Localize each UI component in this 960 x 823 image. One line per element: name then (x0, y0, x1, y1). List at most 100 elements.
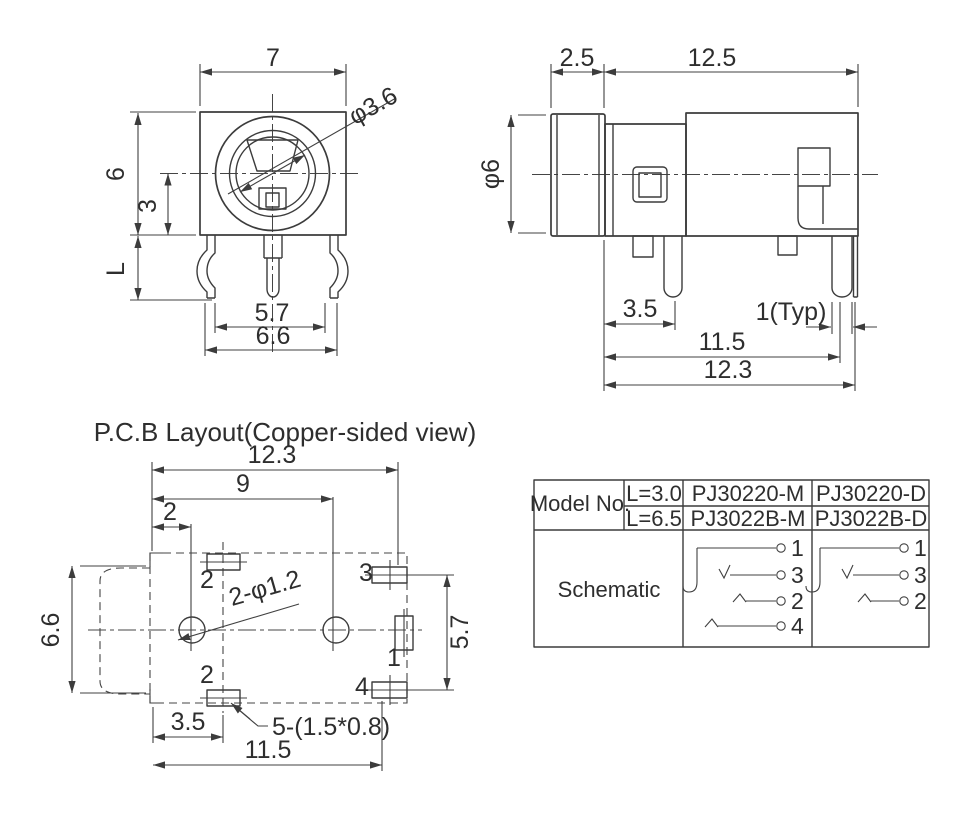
detect-contact-inner (265, 192, 280, 208)
mount-hole-right (322, 616, 350, 644)
m-terminal-1: 1 (791, 535, 804, 561)
pcb-body-outline-dashed (149, 552, 408, 704)
main-housing (685, 112, 859, 237)
pin-row-dim: 11.5 (245, 736, 292, 764)
aperture-leader-line (227, 97, 397, 195)
aperture-dim: φ3.6 (344, 81, 402, 130)
pad-top-label: 2 (200, 566, 214, 594)
right-pin-inner (329, 235, 339, 299)
sleeve-contact-symbol-d (805, 548, 821, 593)
mid-housing (604, 123, 687, 237)
aperture-arrow-lower (239, 173, 273, 193)
body-length-dim: 12.5 (688, 44, 737, 72)
front-view: 7 6 3 L φ3.6 5.7 6.6 (102, 44, 402, 356)
model-table-grid (533, 479, 930, 648)
table-grid-lines (534, 480, 929, 647)
terminal-4-circle (776, 621, 786, 631)
height-extension-lines (130, 111, 212, 301)
pcb-height-dim: 6.6 (37, 613, 65, 648)
hole-axis-lines (190, 497, 334, 651)
hole-pitch-dim: 9 (236, 470, 250, 498)
rear-stub-pin (777, 235, 798, 256)
side-view-body (550, 112, 859, 237)
terminal-3-circle-d (899, 570, 909, 580)
aperture-arrow-upper (272, 154, 306, 174)
model-mono-2: PJ3022B-M (691, 506, 806, 531)
pad-4-label: 4 (355, 673, 369, 701)
bushing-outer-circle (214, 115, 331, 232)
left-pin-outer (196, 235, 208, 298)
front-view-dimensions: 7 6 3 L φ3.6 5.7 6.6 (102, 44, 402, 356)
model-mono-1: PJ30220-M (692, 481, 805, 506)
terminal-3-switch-d (841, 564, 899, 580)
pcb-layout-title: P.C.B Layout(Copper-sided view) (94, 417, 476, 447)
front-height-dim: 6 (102, 167, 130, 181)
side-view: 2.5 12.5 φ6 3.5 1(Typ) 11.5 12.3 (477, 44, 878, 391)
schematic-m: 1 3 2 4 (682, 535, 804, 639)
pcb-dimensions: 12.3 9 2 6.6 5.7 3.5 11.5 2-φ1.2 5-(1.5*… (37, 441, 474, 771)
edge-hole-dim: 2 (163, 498, 177, 526)
pads-note-arrow (230, 702, 251, 720)
front-stub-pin (632, 235, 654, 258)
front-long-pin (663, 236, 683, 298)
bushing-dim: 2.5 (560, 44, 595, 72)
model-table: Model No. L=3.0 PJ30220-M PJ30220-D L=6.… (530, 479, 930, 648)
pcb-height-extensions (80, 565, 146, 694)
side-contact-outer (632, 166, 668, 203)
bushing-inner-circle (228, 129, 317, 218)
pcb-outline-corner-steps (149, 552, 163, 704)
edge-pin (852, 236, 859, 298)
front-outer-span-dim: 6.6 (256, 322, 291, 350)
pcb-bushing-outline-dashed (99, 567, 150, 695)
pcb-holes (178, 497, 350, 651)
side-view-dimensions: 2.5 12.5 φ6 3.5 1(Typ) 11.5 12.3 (477, 44, 877, 391)
pads-note: 5-(1.5*0.8) (272, 713, 390, 741)
terminal-1-circle-d (899, 543, 909, 553)
rear-latch (797, 147, 831, 187)
length-variant-1: L=3.0 (626, 481, 682, 506)
pin-offset-dim: 3.5 (623, 295, 658, 323)
left-pin-inner (206, 235, 216, 299)
pad-4-ticks (365, 675, 414, 705)
terminal-3-circle (776, 570, 786, 580)
pad-span-dim: 5.7 (446, 615, 474, 650)
m-terminal-4: 4 (791, 613, 804, 639)
schematic-header: Schematic (558, 577, 661, 602)
pads-note-leader (232, 704, 268, 727)
pcb-pads (200, 553, 414, 707)
front-width-dim: 7 (266, 44, 280, 72)
pad-1-label: 1 (387, 644, 401, 672)
pcb-overall-extensions (151, 462, 399, 565)
terminal-2-switch-d (857, 593, 899, 603)
length-variant-2: L=6.5 (626, 506, 682, 531)
mount-hole-left (178, 616, 206, 644)
terminal-1-circle (776, 543, 786, 553)
jack-aperture-circle (235, 136, 310, 211)
diameter-extension-lines (518, 114, 546, 234)
tip-contact-window (246, 139, 299, 172)
front-pin-span-dim: 5.7 (255, 299, 290, 327)
front-view-body (199, 111, 347, 236)
rear-long-pin (831, 236, 853, 298)
pin-width-dim: 1(Typ) (756, 298, 827, 326)
pcb-pad-numbers: 2 3 1 4 2 (200, 559, 401, 701)
pcb-layout-view: P.C.B Layout(Copper-sided view) 2 (37, 417, 476, 771)
front-view-pins (196, 235, 349, 299)
terminal-2-circle-d (899, 596, 909, 606)
sleeve-contact-symbol (682, 548, 698, 593)
m-terminal-2: 2 (791, 588, 804, 614)
holes-note-leader (177, 603, 300, 641)
d-terminal-2: 2 (914, 588, 927, 614)
pin-pitch-dim: 11.5 (699, 328, 746, 356)
schematic-d: 1 3 2 (805, 535, 927, 614)
holes-note: 2-φ1.2 (226, 565, 304, 612)
overall-dim: 12.3 (704, 356, 753, 384)
detect-contact-window (258, 187, 287, 210)
terminal-2-circle (776, 596, 786, 606)
terminal-4-switch (704, 618, 776, 628)
right-pin-outer (337, 235, 349, 298)
d-terminal-1: 1 (914, 535, 927, 561)
side-contact-inner (638, 172, 662, 198)
